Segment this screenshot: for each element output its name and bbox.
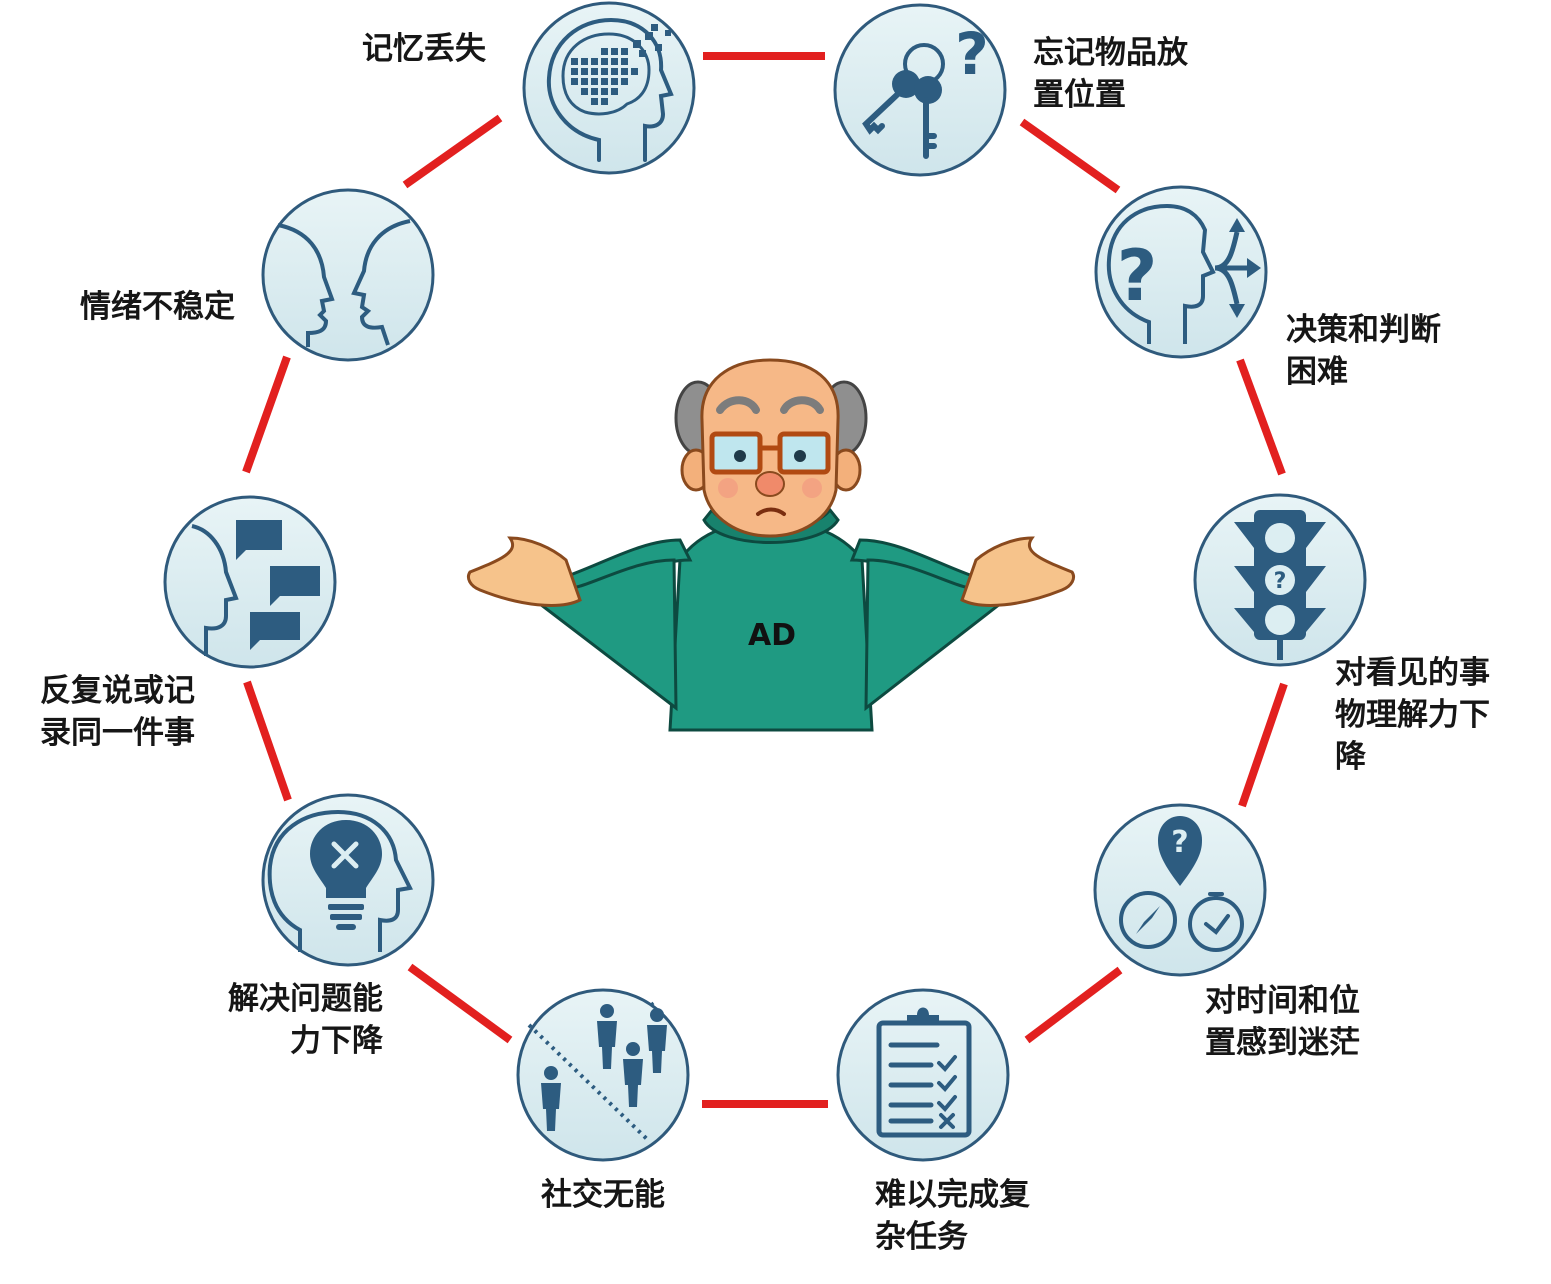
label-repetition: 反复说或记 录同一件事: [40, 673, 195, 751]
connector-line: [1236, 358, 1286, 476]
keys-question-icon: ?: [862, 20, 989, 159]
center-badge-text: AD: [747, 618, 797, 653]
node-misplacing-items: ?: [833, 3, 1007, 177]
connector-line: [1238, 682, 1288, 808]
center-badge: AD: [734, 618, 810, 654]
location-compass-timer-icon: ?: [1119, 816, 1244, 952]
label-emotional-instability: 情绪不稳定: [80, 289, 235, 325]
head-bulb-x-icon: [267, 809, 413, 952]
label-decision-difficulty: 决策和判断 困难: [1286, 312, 1441, 390]
elderly-man-figure: [466, 358, 1076, 732]
node-decision-difficulty: ?: [1094, 185, 1268, 359]
connector-line: [1024, 966, 1123, 1044]
connector-line: [243, 680, 292, 802]
node-visual-understanding: ?: [1193, 493, 1367, 667]
facing-faces-icon: [277, 219, 411, 347]
node-complex-tasks: [836, 988, 1010, 1162]
label-social-inability: 社交无能: [541, 1177, 665, 1213]
node-memory-loss: [522, 1, 696, 175]
node-emotional-instability: [261, 188, 435, 362]
connector-line: [1019, 118, 1121, 194]
label-complex-tasks: 难以完成复 杂任务: [875, 1177, 1030, 1255]
isolated-person-icon: [527, 1001, 667, 1143]
connector-line: [407, 963, 513, 1044]
node-social-inability: [516, 988, 690, 1162]
clipboard-checklist-icon: [876, 1007, 972, 1138]
brain-pixel-head-icon: [546, 17, 674, 162]
label-misplacing-items: 忘记物品放 置位置: [1033, 35, 1188, 113]
node-repetition: [163, 495, 337, 669]
connector-line: [402, 114, 503, 189]
head-speech-bubbles-icon: [191, 520, 320, 656]
node-problem-solving: [261, 793, 435, 967]
svg-text:?: ?: [1117, 235, 1158, 317]
svg-text:?: ?: [1171, 825, 1188, 860]
head-question-arrows-icon: ?: [1106, 203, 1261, 344]
svg-text:?: ?: [1274, 569, 1287, 594]
traffic-light-question-icon: ?: [1234, 510, 1326, 660]
connector-line: [242, 355, 291, 474]
label-time-place-confusion: 对时间和位 置感到迷茫: [1205, 983, 1360, 1061]
label-visual-understanding: 对看见的事 物理解力下 降: [1335, 655, 1490, 775]
label-memory-loss: 记忆丢失: [362, 31, 486, 67]
node-time-place-confusion: ?: [1093, 803, 1267, 977]
svg-text:?: ?: [955, 20, 989, 88]
label-problem-solving: 解决问题能 力下降: [228, 981, 383, 1059]
